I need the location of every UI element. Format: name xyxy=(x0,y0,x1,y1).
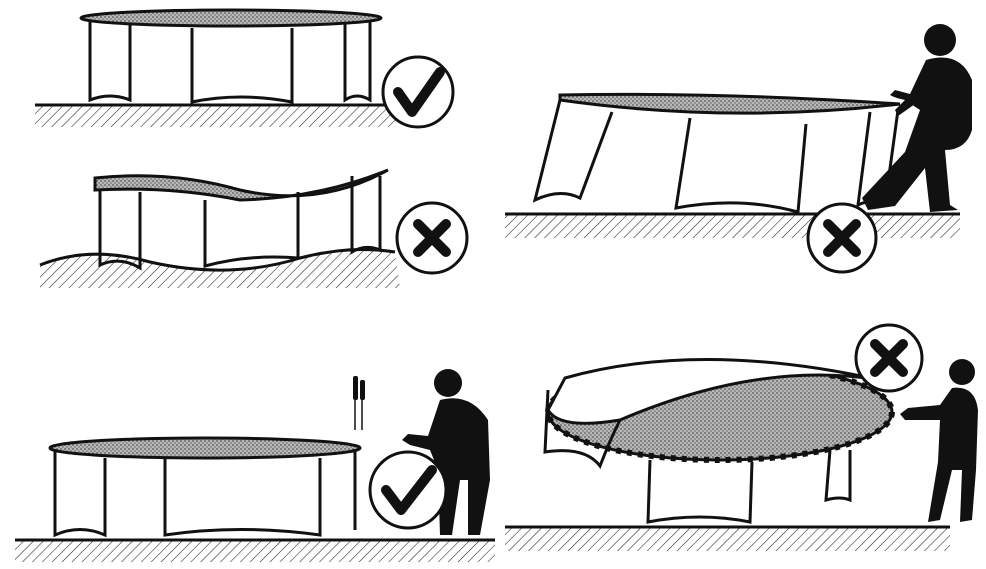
panel-lifting-by-net xyxy=(505,325,978,551)
panel-dragging-frame xyxy=(505,24,972,272)
ground-hatch xyxy=(35,105,395,127)
trampoline xyxy=(50,438,360,535)
panel-level-ground xyxy=(35,10,453,127)
screwdriver-icon xyxy=(353,376,365,430)
trampoline-lifted xyxy=(545,359,892,522)
check-mark-icon xyxy=(383,57,453,127)
cross-mark-icon xyxy=(856,325,922,391)
ground-hatch xyxy=(15,540,495,562)
person-silhouette xyxy=(862,24,972,212)
trampoline xyxy=(81,10,381,102)
ground-hatch xyxy=(505,214,960,238)
panel-uneven-ground xyxy=(40,170,467,288)
check-mark-icon xyxy=(370,452,446,528)
trampoline-tilted xyxy=(535,94,900,212)
cross-mark-icon xyxy=(397,203,467,273)
cross-mark-icon xyxy=(808,204,876,272)
panel-tools-assembly xyxy=(15,369,495,562)
ground-hatch xyxy=(505,527,950,551)
